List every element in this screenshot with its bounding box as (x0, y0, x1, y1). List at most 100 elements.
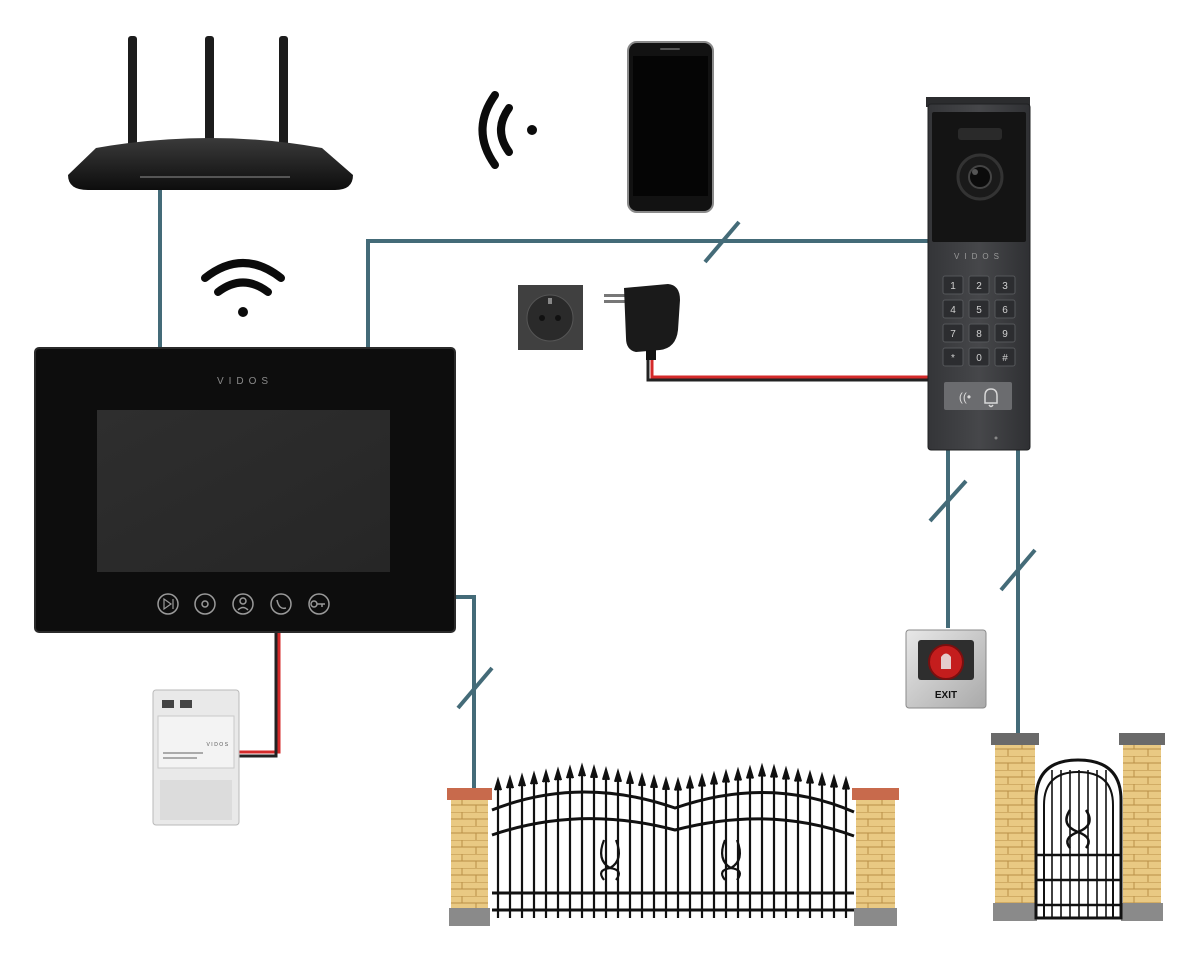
keypad-key[interactable] (968, 347, 990, 367)
gate-spear-tip (613, 768, 623, 783)
gate-spear-tip (493, 776, 503, 791)
keypad-key[interactable] (994, 323, 1016, 343)
router-antenna (128, 36, 137, 156)
keypad-key[interactable] (994, 347, 1016, 367)
monitor-touch-buttons (157, 593, 330, 615)
psu-power-wire-black (238, 632, 278, 758)
keypad-key-label: 8 (976, 329, 982, 340)
keypad-key-label: * (951, 353, 955, 364)
keypad-key[interactable] (968, 323, 990, 343)
keypad-key[interactable] (994, 275, 1016, 295)
exit-button-label: EXIT (935, 690, 957, 701)
play-pause-icon[interactable] (157, 593, 179, 615)
smartphone (627, 41, 714, 213)
keypad-key-label: 2 (976, 281, 982, 292)
gate-spear-tip (805, 769, 815, 784)
adapter-power-wire-black (646, 358, 928, 382)
phone-speaker (660, 48, 680, 50)
keypad-key-label: 1 (950, 281, 956, 292)
gate-spear-tip (505, 774, 515, 789)
gate-spear-tip (697, 772, 707, 787)
gate-pillar-left (447, 788, 492, 926)
bus-wires (158, 188, 1020, 790)
psu-power-wire-red (238, 632, 281, 754)
gate-spear-tip (817, 771, 827, 786)
keypad-key[interactable] (994, 299, 1016, 319)
station-ir-window (958, 128, 1002, 140)
gate-spear-tip (685, 774, 695, 789)
gate-leaves (491, 762, 855, 918)
driveway-gate (447, 762, 899, 926)
cable-break-marks (456, 220, 1037, 710)
station-call-area (944, 382, 1012, 410)
wicket-door (1034, 758, 1123, 920)
monitor-to-door-station-cable (366, 239, 928, 350)
router-body (68, 138, 353, 190)
station-microphone (994, 436, 998, 440)
router-status-lights (140, 176, 290, 178)
keypad-key[interactable] (942, 323, 964, 343)
gate-spear-tip (769, 763, 779, 778)
gate-spear-tip (829, 773, 839, 788)
wicket-pillar-right (1119, 733, 1165, 921)
gate-spear-tip (673, 776, 683, 791)
talk-icon[interactable] (270, 593, 292, 615)
exit-button-device: EXIT (905, 629, 987, 709)
keypad-key-label: 9 (1002, 329, 1008, 340)
gate-spear-tip (709, 770, 719, 785)
psu-brand-logo: VIDOS (206, 742, 229, 748)
record-icon[interactable] (194, 593, 216, 615)
gate-spear-tip (649, 774, 659, 789)
gate-spear-tip (733, 766, 743, 781)
rfid-icon: ((• (959, 390, 971, 404)
adapter-power-wire-red (650, 358, 928, 379)
keypad-key-label: 5 (976, 305, 982, 316)
break-mark (703, 220, 741, 264)
gate-spear-tip (517, 772, 527, 787)
gate-spear-tip (781, 765, 791, 780)
bell-icon[interactable] (984, 388, 998, 408)
gate-spear-tip (745, 764, 755, 779)
monitor-brand-logo: VIDOS (217, 376, 273, 387)
gate-spear-tip (565, 764, 575, 779)
gate-spear-tip (793, 767, 803, 782)
wireless-signal-icon (478, 91, 537, 169)
power-adapter (604, 284, 680, 360)
keypad-key[interactable] (942, 275, 964, 295)
gate-spear-tip (661, 776, 671, 791)
unlock-icon[interactable] (308, 593, 330, 615)
monitor-to-gate-cable (455, 595, 476, 790)
station-rain-hood (926, 97, 1030, 107)
gate-spear-tip (841, 775, 851, 790)
gate-spear-tip (589, 764, 599, 779)
wifi-router (68, 36, 353, 190)
station-brand-logo: VIDOS (954, 252, 1004, 261)
gate-spear-tip (529, 770, 539, 785)
router-antenna (279, 36, 288, 156)
gate-spear-tip (637, 772, 647, 787)
keypad-key-label: 7 (950, 329, 956, 340)
wicket-gate (991, 733, 1165, 921)
monitor-screen (97, 410, 390, 572)
break-mark (456, 666, 494, 710)
gate-spear-tip (541, 768, 551, 783)
indoor-monitor: VIDOS (34, 347, 456, 633)
keypad-key-label: # (1002, 353, 1008, 364)
intercom-icon[interactable] (232, 593, 254, 615)
keypad-key-label: 6 (1002, 305, 1008, 316)
router-antenna (205, 36, 214, 148)
gate-spear-tip (721, 768, 731, 783)
keypad-key[interactable] (968, 299, 990, 319)
keypad-key[interactable] (968, 275, 990, 295)
keypad-key-label: 4 (950, 305, 956, 316)
keypad-key[interactable] (942, 299, 964, 319)
din-rail-power-supply: VIDOS (152, 689, 240, 826)
keypad-key-label: 0 (976, 353, 982, 364)
wicket-pillar-left (991, 733, 1039, 921)
keypad-key[interactable] (942, 347, 964, 367)
power-wires (238, 358, 928, 758)
gate-pillar-right (852, 788, 899, 926)
break-mark (999, 548, 1037, 592)
phone-screen (633, 56, 708, 196)
